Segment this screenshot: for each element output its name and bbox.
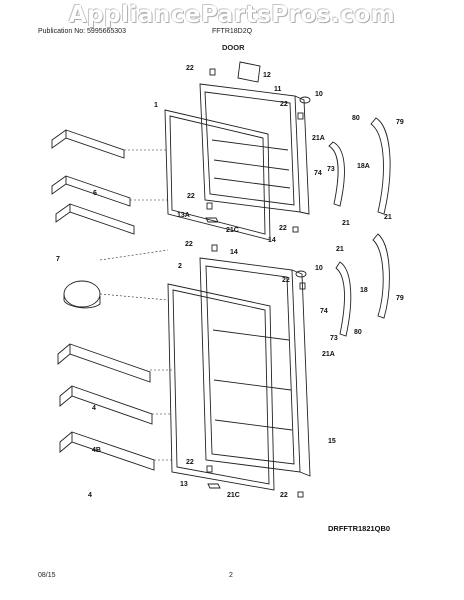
callout: 22 [186,459,194,466]
callout: 21 [342,220,350,227]
footer-page-number: 2 [229,572,233,579]
hinge-pins-and-screws [205,61,311,498]
callout: 1 [154,102,158,109]
upper-door-trim [370,117,391,215]
callout: 15 [328,438,336,445]
callout: 7 [56,256,60,263]
callout: 74 [320,308,328,315]
callout: 4 [88,492,92,499]
callout: 21C [226,227,239,234]
model-number: FFTR18D2Q [212,28,253,35]
upper-door-gasket [164,109,271,241]
callout: 11 [274,86,282,93]
page-title: DOOR [222,43,245,52]
watermark-logo: AppliancePartsPros.com [68,2,396,28]
callout: 79 [396,119,404,126]
callout: 21 [384,214,392,221]
callout: 6 [93,190,97,197]
callout: 21A [322,351,335,358]
callout: 12 [263,72,271,79]
upper-door-panel [199,83,310,215]
callout: 74 [314,170,322,177]
callout: 22 [280,101,288,108]
publication-number: Publication No: 5995665303 [38,28,126,35]
callout-labels: 22 12 11 1 10 22 80 79 21A 74 73 18A 6 2… [56,65,404,499]
callout: 18 [360,287,368,294]
callout: 4B [92,447,101,454]
callout: 22 [280,492,288,499]
upper-bins [51,129,135,235]
callout: 13A [177,212,190,219]
callout: 22 [282,277,290,284]
lower-door-panel [199,257,311,477]
callout: 10 [315,91,323,98]
callout: 2 [178,263,182,270]
callout: 10 [315,265,323,272]
callout: 22 [279,225,287,232]
callout: 14 [268,237,276,244]
leader-lines [99,149,172,461]
callout: 18A [357,163,370,170]
callout: 73 [330,335,338,342]
lower-door-trim [372,233,390,319]
callout: 22 [186,65,194,72]
callout: 4 [92,405,96,412]
callout: 80 [352,115,360,122]
callout: 13 [180,481,188,488]
callout: 22 [185,241,193,248]
diagram-code: DRFFTR1821QB0 [328,524,391,533]
dairy-door-cover [63,280,101,309]
callout: 21A [312,135,325,142]
footer-date: 08/15 [38,572,56,579]
lower-door-gasket [167,283,275,491]
callout: 21 [336,246,344,253]
callout: 73 [327,166,335,173]
lower-bins [57,343,155,471]
callout: 80 [354,329,362,336]
callout: 79 [396,295,404,302]
lower-door-handle [335,261,352,337]
upper-door-handle [328,141,345,207]
callout: 21C [227,492,240,499]
callout: 14 [230,249,238,256]
callout: 22 [187,193,195,200]
